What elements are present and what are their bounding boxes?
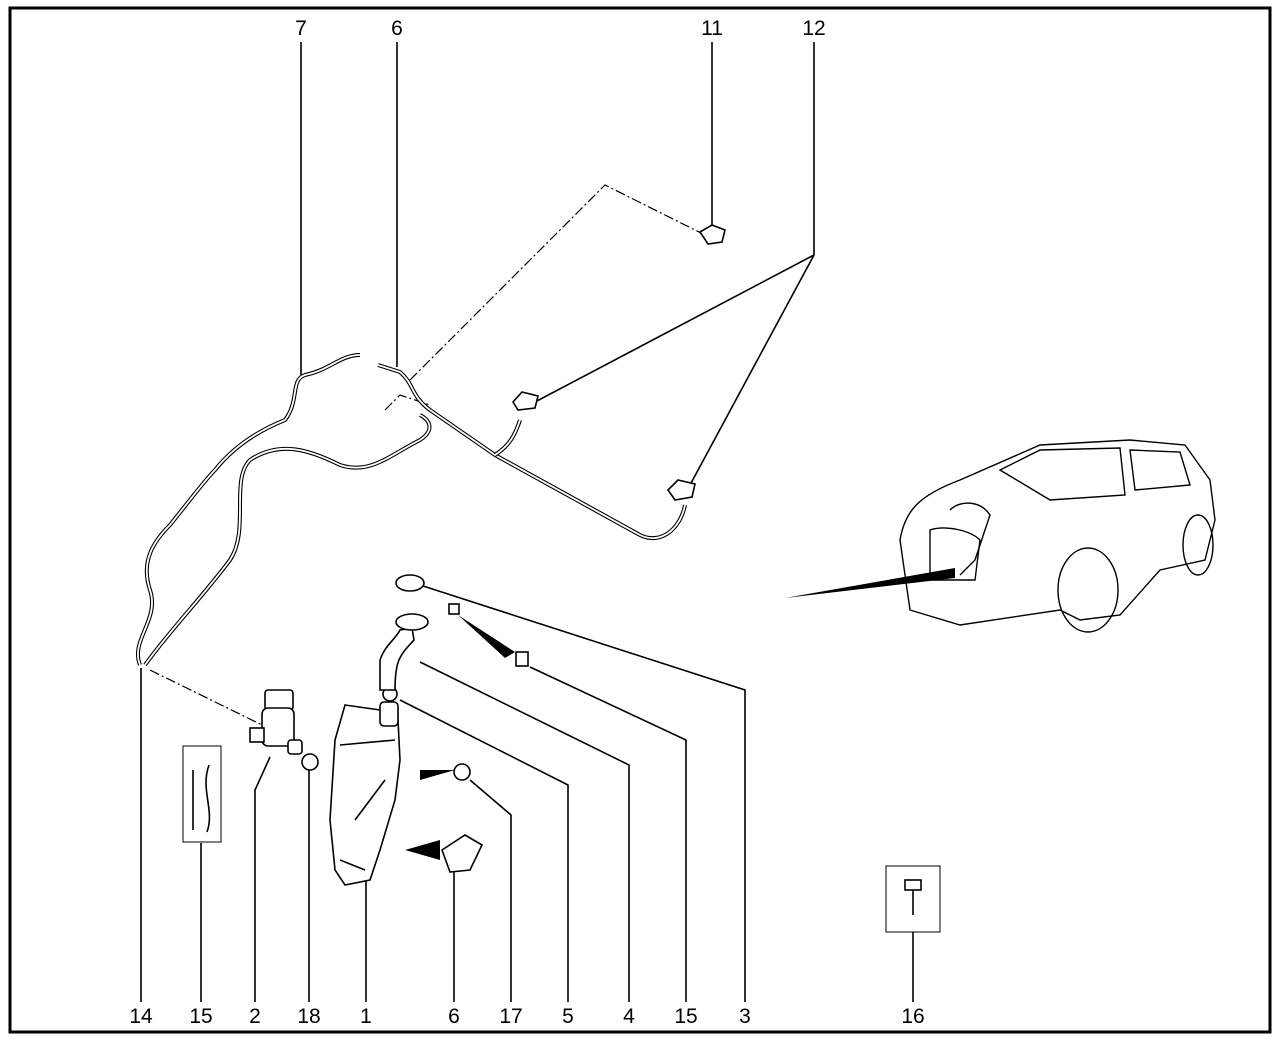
washer-nozzle-11 [698,224,726,245]
washer-pump [249,689,303,755]
callout-7: 7 [295,17,307,40]
grommet-17 [453,763,471,781]
bolt-15 [515,651,529,667]
callout-3: 3 [739,1005,751,1028]
grommet-18 [301,753,319,771]
washer-reservoir [329,701,401,886]
location-pointer-arrow [785,568,955,598]
vehicle-location-view [785,439,1216,633]
direction-arrow [420,770,455,780]
harness-detail-15 [182,745,222,843]
filler-cap-3 [395,574,425,592]
callout-4: 4 [623,1005,635,1028]
fastener-detail-16 [885,865,941,933]
washer-hoses [136,353,687,667]
callout-16: 16 [901,1005,924,1028]
callout-6-top: 6 [391,17,403,40]
callout-14: 14 [129,1005,153,1028]
washer-nozzle-12-b [666,479,696,501]
callout-12: 12 [802,17,825,40]
bottom-callouts: 14 15 2 18 1 6 17 5 4 15 3 16 [129,1005,924,1028]
direction-arrow [405,840,440,860]
callout-6-bottom: 6 [448,1005,460,1028]
assembly-lines [149,184,706,726]
callout-2: 2 [249,1005,261,1028]
filler-neck-4 [379,613,429,691]
callout-5: 5 [562,1005,574,1028]
callout-18: 18 [297,1005,320,1028]
callout-1: 1 [360,1005,372,1028]
diagram-border [8,6,1272,1034]
leader-lines [140,42,914,1002]
clip-15 [448,603,460,615]
washer-nozzle-12-a [512,391,539,411]
level-sensor-6 [441,834,484,873]
callout-17: 17 [499,1005,522,1028]
callout-11: 11 [701,17,723,40]
direction-arrow [458,615,515,658]
callout-15-b: 15 [674,1005,697,1028]
callout-15-a: 15 [189,1005,212,1028]
